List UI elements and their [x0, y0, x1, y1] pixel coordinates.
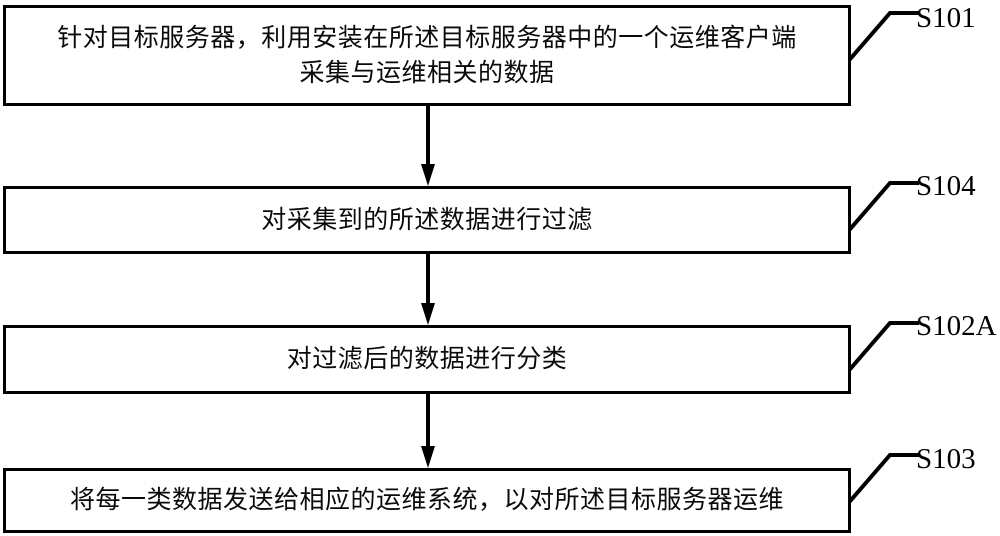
connector-shaft [426, 394, 430, 446]
arrowhead-down-icon [421, 303, 435, 325]
leader-line-s101 [845, 8, 925, 64]
reference-label-s102a: S102A [916, 310, 997, 342]
process-box-s102a-text: 对过滤后的数据进行分类 [286, 344, 568, 374]
connector-arrow-s102a-to-s103 [421, 394, 435, 468]
connector-shaft [426, 254, 430, 303]
connector-arrow-s101-to-s104 [421, 106, 435, 186]
arrowhead-down-icon [421, 164, 435, 186]
process-box-s101: 针对目标服务器，利用安装在所述目标服务器中的一个运维客户端 采集与运维相关的数据 [3, 5, 851, 106]
process-box-s104: 对采集到的所述数据进行过滤 [3, 186, 851, 254]
reference-label-s103: S103 [916, 443, 976, 475]
arrowhead-down-icon [421, 446, 435, 468]
process-box-s104-text: 对采集到的所述数据进行过滤 [261, 204, 593, 234]
leader-line-s103 [845, 450, 925, 506]
leader-line-s102a [845, 318, 925, 374]
process-box-s102a: 对过滤后的数据进行分类 [3, 325, 851, 394]
process-box-s101-text: 针对目标服务器，利用安装在所述目标服务器中的一个运维客户端 采集与运维相关的数据 [57, 23, 797, 87]
leader-line-s104 [845, 178, 925, 234]
connector-shaft [426, 106, 430, 164]
reference-label-s101: S101 [916, 2, 976, 34]
connector-arrow-s104-to-s102a [421, 254, 435, 325]
process-box-s103-text: 将每一类数据发送给相应的运维系统，以对所述目标服务器运维 [69, 485, 784, 515]
reference-label-s104: S104 [916, 170, 976, 202]
process-box-s103: 将每一类数据发送给相应的运维系统，以对所述目标服务器运维 [3, 468, 851, 533]
